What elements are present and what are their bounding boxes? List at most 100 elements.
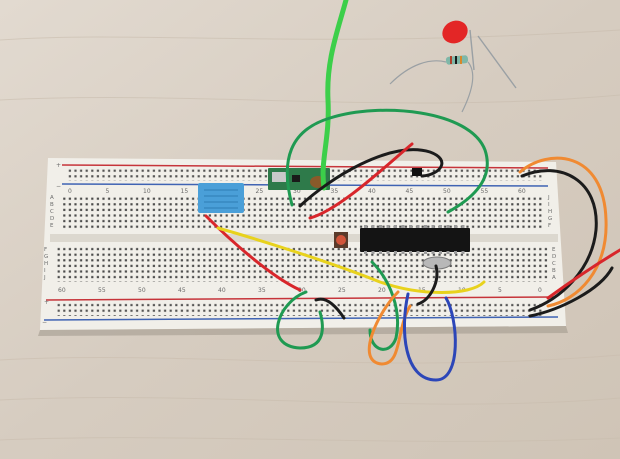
top-number-45: 45 [406,188,414,195]
row-letter-right-H: H [548,209,552,215]
ic-pin [379,251,382,254]
bottom-number-45: 45 [178,287,186,294]
bottom-number-35: 35 [258,287,266,294]
row-letter-left-E: E [50,223,54,229]
center-trench [50,234,558,242]
ic-pin [431,251,435,254]
top-number-55: 55 [481,188,489,195]
row-letter-right-I: I [548,202,550,208]
wire-red-sensor [204,214,302,292]
breadboard-shadow [38,326,568,336]
rail-plus-bottom-label: + [44,299,49,306]
wire-black-top [298,148,444,208]
row-letter-right-lower-C: C [552,261,556,267]
wire-black-mid [314,297,346,320]
ic-pin [386,225,390,228]
ic-pin [454,225,457,228]
row-letter-left-D: D [50,216,54,222]
wire-bright-green [320,0,349,191]
ic-pin [364,225,367,228]
humidity-sensor [198,183,244,213]
ic-pin [439,225,442,228]
wire-green-mid-loop [368,260,400,351]
lower-terminal-holes [56,246,548,282]
ic-chip [360,225,470,254]
ic-pin [461,225,465,228]
led [442,20,517,89]
row-letter-left-lower-H: H [44,261,48,267]
row-letter-right-lower-E: E [552,247,556,253]
row-letter-right-lower-B: B [552,268,556,274]
wire-black-crystal [416,264,439,306]
wire-blue-loop [402,292,457,382]
upper-terminal-holes [62,196,544,230]
bottom-rail-red-line [45,296,557,301]
row-letter-left-lower-F: F [44,247,47,253]
ic-pin [461,251,465,254]
top-rail-red-line [61,164,549,169]
row-letter-left-B: B [50,202,54,208]
ic-pin [416,251,420,254]
ic-pin [401,225,405,228]
row-letter-right-G: G [548,216,552,222]
row-letter-right-lower-D: D [552,254,556,260]
ic-pin [446,251,450,254]
top-number-10: 10 [143,188,151,195]
ic-pin [446,225,450,228]
small-component [412,168,422,176]
ic-pin [416,225,420,228]
ic-pin [386,251,390,254]
top-number-35: 35 [331,188,339,195]
bottom-rail-holes [56,303,542,316]
top-number-40: 40 [368,188,376,195]
bottom-number-50: 50 [138,287,146,294]
ic-pin [454,251,457,254]
ic-pin [439,251,442,254]
row-letter-right-J: J [547,195,550,201]
ic-pin [409,251,412,254]
bottom-number-55: 55 [98,287,106,294]
row-letter-left-lower-G: G [44,254,48,260]
row-letter-right-lower-A: A [552,275,556,281]
wire-red-top [308,142,414,220]
row-letter-left-lower-J: J [43,275,46,281]
row-letter-left-A: A [50,195,54,201]
wire-black-right-low [528,266,614,318]
top-number-60: 60 [518,188,526,195]
wire-black-right [520,169,598,312]
ic-pin [409,225,412,228]
resistor [389,55,474,113]
wood-grain [0,29,620,442]
top-number-50: 50 [443,188,451,195]
rail-minus-top-label: − [56,183,61,190]
bottom-number-20: 20 [378,287,386,294]
bottom-number-25: 25 [338,287,346,294]
top-number-0: 0 [68,188,72,195]
row-letter-left-lower-I: I [44,268,46,274]
row-letter-right-F: F [548,223,551,229]
ic-pin [371,251,375,254]
bottom-rail-blue-line [43,316,559,321]
wire-green-top-loop [285,108,489,214]
ic-pin [371,225,375,228]
wire-orange-right [518,156,608,308]
top-number-30: 30 [293,188,301,195]
wires [204,0,620,382]
top-number-15: 15 [181,188,189,195]
top-number-5: 5 [106,188,110,195]
bottom-number-0: 0 [538,287,542,294]
wire-red-right [546,248,620,300]
ic-pin [401,251,405,254]
ic-pin [424,225,427,228]
push-button [334,232,348,248]
bottom-number-40: 40 [218,287,226,294]
ic-pin [394,225,397,228]
top-number-25: 25 [256,188,264,195]
ic-pin [364,251,367,254]
ic-pin [394,251,397,254]
rail-plus-top-label: + [56,162,61,169]
ic-pin [379,225,382,228]
rail-minus-bottom-label: − [42,319,47,326]
